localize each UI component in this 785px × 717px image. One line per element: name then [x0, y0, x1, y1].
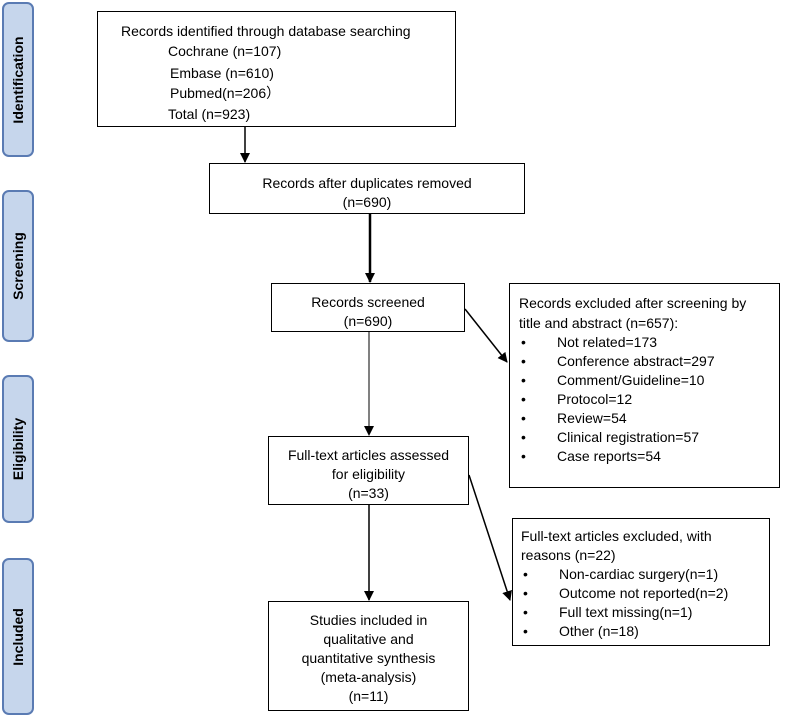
list-item: Protocol=12 — [519, 390, 771, 409]
arrow-screened-to-excluded — [464, 308, 508, 363]
phase-screening: Screening — [2, 190, 34, 342]
source-pubmed: Pubmed(n=206） — [170, 85, 281, 101]
studies-included-line-1: Studies included in — [309, 612, 428, 628]
records-excluded-screening-title: Records excluded after screening by titl… — [519, 295, 747, 331]
records-identified-box: Records identified through database sear… — [97, 11, 456, 127]
fulltext-assessed-label-2: for eligibility — [331, 466, 406, 482]
studies-included-count: (n=11) — [348, 688, 389, 704]
duplicates-removed-count: (n=690) — [342, 194, 392, 210]
list-item: Full text missing(n=1) — [521, 603, 763, 622]
source-cochrane: Cochrane (n=107) — [168, 43, 282, 59]
list-item: Not related=173 — [519, 333, 771, 352]
list-item: Comment/Guideline=10 — [519, 371, 771, 390]
arrow-fulltext-to-excluded — [468, 474, 512, 601]
studies-included-line-2: qualitative and — [323, 631, 414, 647]
fulltext-excluded-box: Full-text articles excluded, with reason… — [512, 518, 770, 646]
duplicates-removed-box: Records after duplicates removed (n=690) — [209, 163, 525, 214]
list-item: Conference abstract=297 — [519, 352, 771, 371]
list-item: Review=54 — [519, 409, 771, 428]
screening-exclusion-list: Not related=173 Conference abstract=297 … — [519, 333, 771, 466]
studies-included-line-3: quantitative synthesis — [301, 650, 436, 666]
studies-included-box: Studies included in qualitative and quan… — [268, 601, 469, 711]
records-excluded-screening-box: Records excluded after screening by titl… — [509, 283, 780, 488]
fulltext-assessed-box: Full-text articles assessed for eligibil… — [268, 436, 469, 505]
list-item: Non-cardiac surgery(n=1) — [521, 565, 763, 584]
fulltext-excluded-title: Full-text articles excluded, with reason… — [521, 528, 712, 563]
records-screened-count: (n=690) — [343, 313, 393, 329]
phase-identification: Identification — [2, 2, 34, 157]
phase-included: Included — [2, 558, 34, 715]
fulltext-exclusion-list: Non-cardiac surgery(n=1) Outcome not rep… — [521, 565, 763, 641]
records-identified-title: Records identified through database sear… — [121, 23, 411, 39]
studies-included-line-4: (meta-analysis) — [320, 669, 417, 685]
list-item: Other (n=18) — [521, 622, 763, 641]
list-item: Outcome not reported(n=2) — [521, 584, 763, 603]
list-item: Case reports=54 — [519, 447, 771, 466]
source-total: Total (n=923) — [168, 106, 251, 122]
records-screened-label: Records screened — [311, 294, 425, 310]
duplicates-removed-label: Records after duplicates removed — [262, 175, 472, 191]
list-item: Clinical registration=57 — [519, 428, 771, 447]
fulltext-assessed-count: (n=33) — [348, 485, 389, 501]
records-screened-box: Records screened (n=690) — [271, 283, 465, 332]
phase-eligibility: Eligibility — [2, 375, 34, 523]
fulltext-assessed-label-1: Full-text articles assessed — [287, 447, 450, 463]
source-embase: Embase (n=610) — [170, 65, 274, 81]
